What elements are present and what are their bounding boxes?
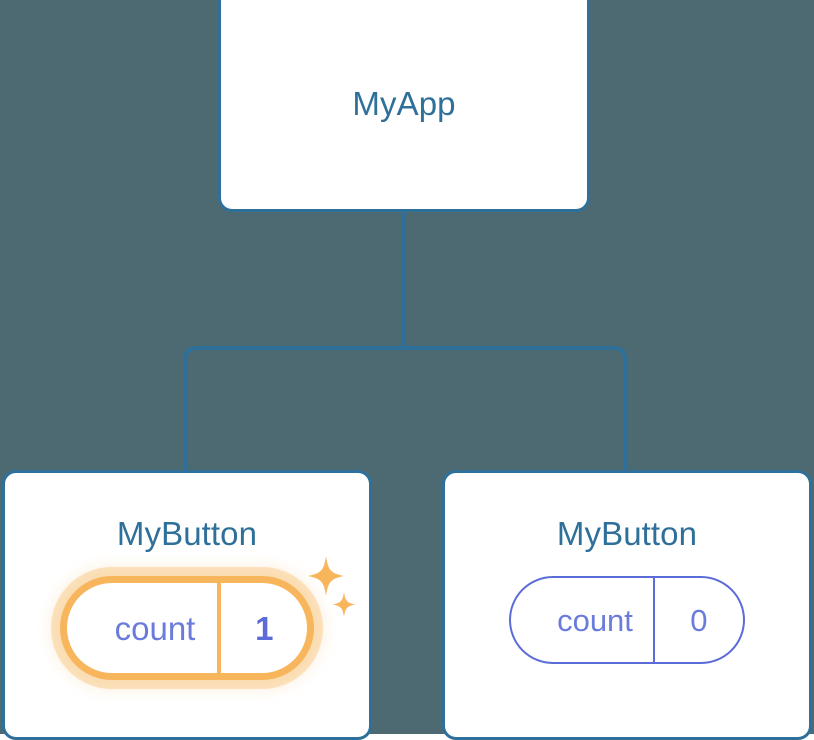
node-card-mybutton-1[interactable]: MyButton count 0	[442, 470, 812, 740]
sparkle-large-icon	[308, 556, 345, 596]
state-pill-value-0: 1	[217, 583, 307, 673]
node-card-mybutton-0[interactable]: MyButton count 1	[2, 470, 372, 740]
node-card-root[interactable]: MyApp	[218, 0, 590, 212]
node-title-root: MyApp	[352, 84, 456, 122]
node-title-mybutton-1: MyButton	[556, 515, 698, 552]
state-pill-value-1: 0	[652, 578, 743, 662]
state-pill-count-1[interactable]: count 0	[509, 576, 745, 664]
connector-branch-right	[404, 346, 627, 474]
state-pill-wrap-0: count 1	[59, 556, 356, 680]
state-pill-key-0: count	[114, 609, 196, 647]
state-pill-key-1: count	[557, 602, 633, 638]
connector-branch-left	[183, 346, 404, 474]
sparkle-small-icon	[333, 592, 356, 617]
state-pill-count-0[interactable]: count 1	[59, 576, 315, 680]
node-title-mybutton-0: MyButton	[116, 515, 258, 552]
state-pill-wrap-1: count 0	[509, 576, 745, 664]
